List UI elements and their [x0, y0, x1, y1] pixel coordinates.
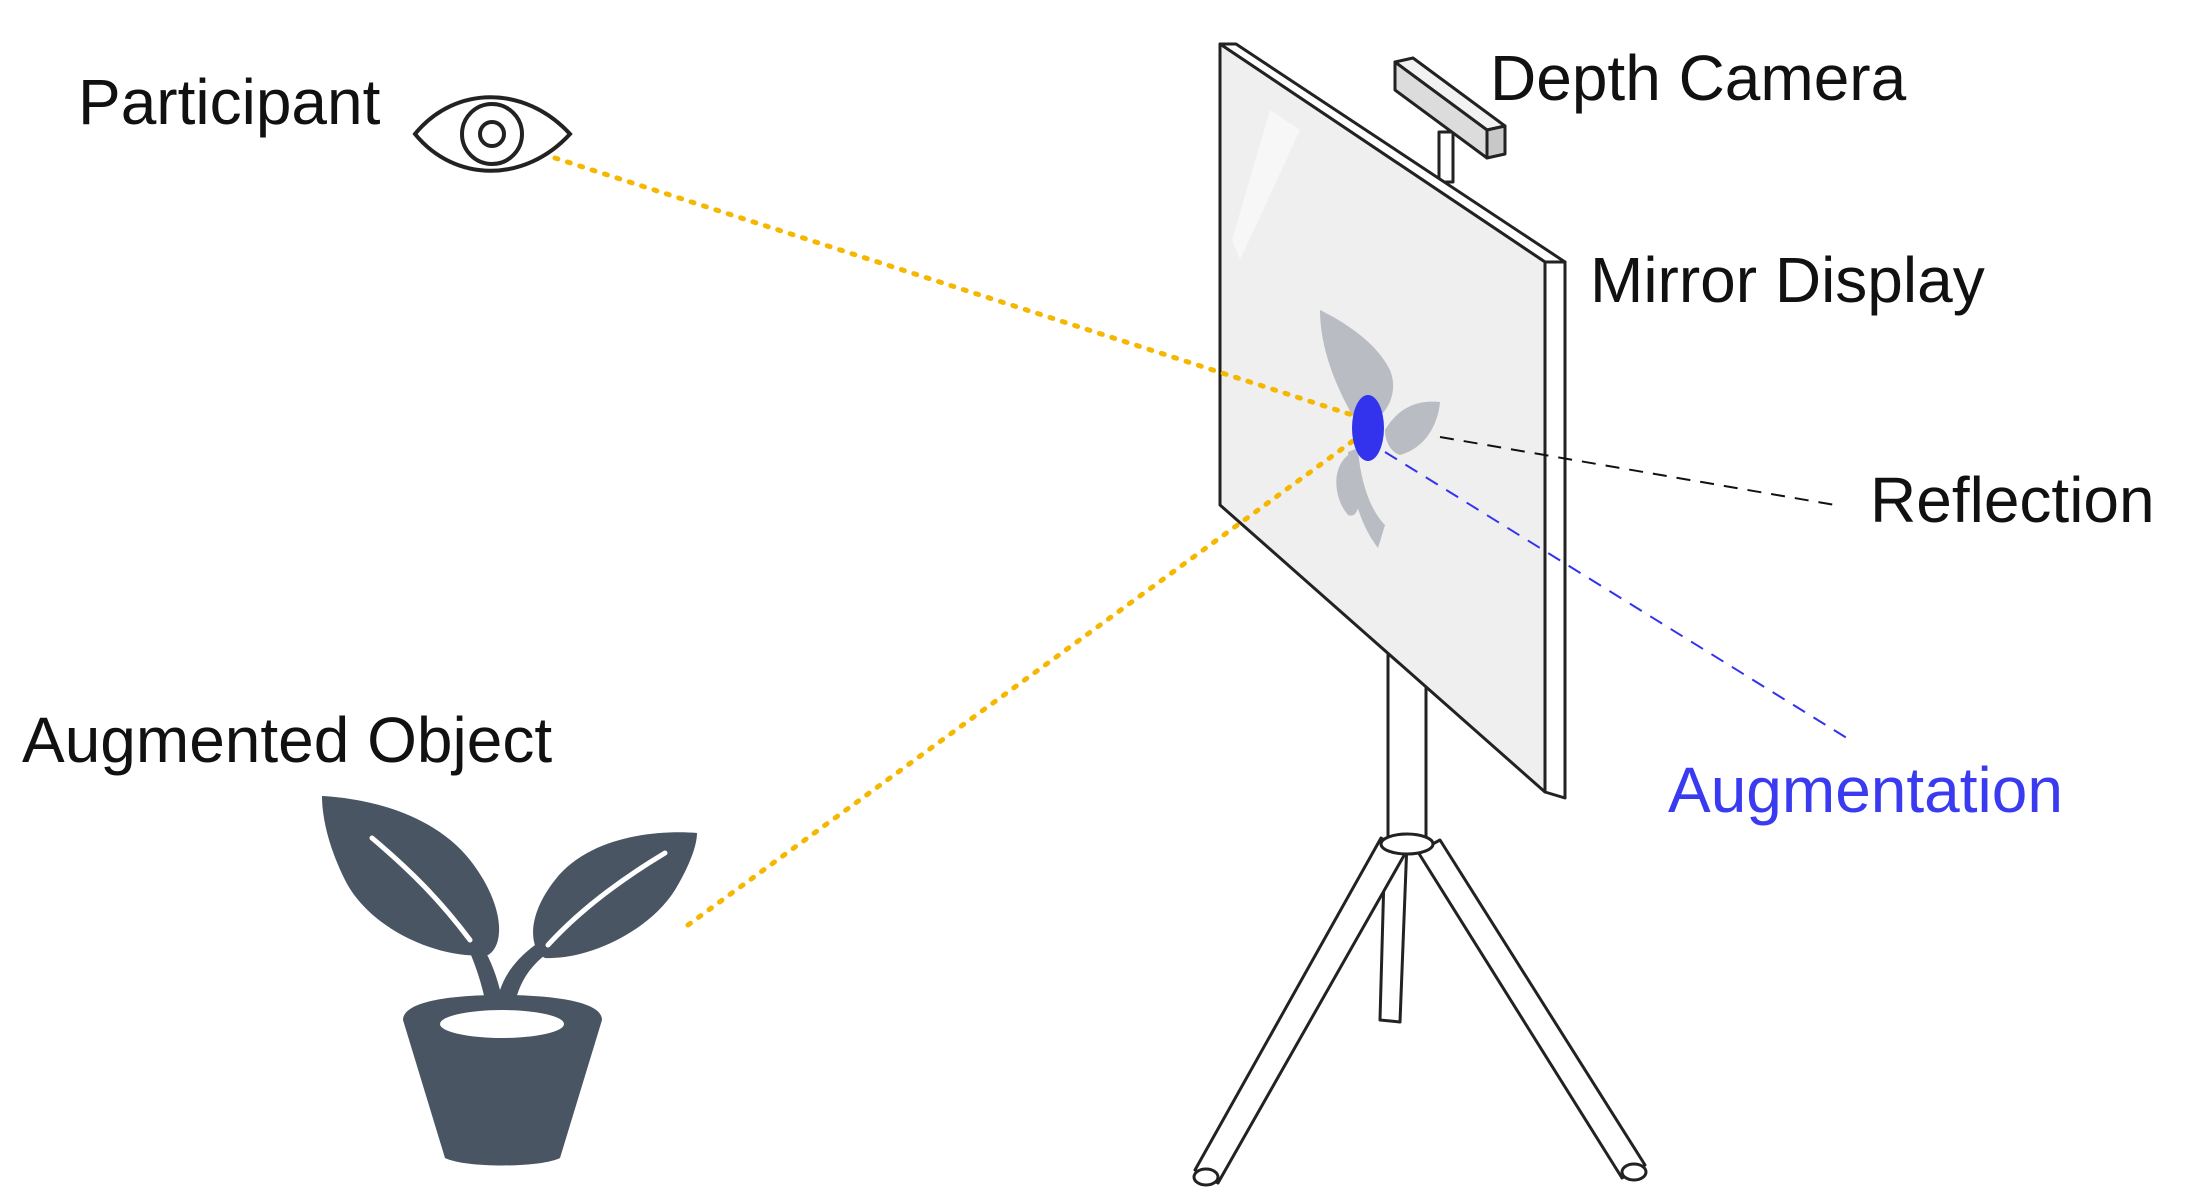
plant-leaf-left-vein	[369, 835, 473, 943]
augmentation-label: Augmentation	[1668, 754, 2063, 826]
depth-camera-label: Depth Camera	[1490, 42, 1907, 114]
tripod-left-leg	[1193, 836, 1408, 1185]
tripod-foot-left	[1192, 1167, 1220, 1187]
sight-lines	[552, 155, 1371, 928]
mirror-glare	[1232, 110, 1300, 260]
eye-outline	[412, 95, 573, 173]
tripod-collar	[1379, 832, 1435, 856]
reflection-pointer-line	[1439, 436, 1836, 506]
depth-camera-body-side	[1485, 124, 1507, 160]
eye-pupil	[478, 120, 506, 148]
plant-pot	[403, 995, 602, 1166]
potted-plant-icon	[322, 796, 697, 1166]
reflection-label: Reflection	[1870, 464, 2155, 536]
plant-leaf-right-vein	[545, 850, 668, 948]
tripod-stand	[1192, 638, 1648, 1187]
reflection-leaf-right	[1385, 401, 1440, 455]
mirror-side-edge	[1543, 260, 1567, 800]
tripod-foot-right	[1620, 1162, 1648, 1182]
plant-leaf-right	[533, 832, 697, 959]
augmentation-pointer-line	[1384, 451, 1851, 741]
eye-iris	[460, 102, 524, 166]
object-sight-line	[685, 427, 1371, 928]
augmented-object-label: Augmented Object	[22, 704, 553, 776]
plant-stem	[468, 942, 545, 1035]
participant-sight-line	[552, 155, 1371, 423]
depth-camera	[1393, 56, 1507, 184]
eye-icon	[412, 95, 573, 173]
participant-label: Participant	[78, 66, 381, 138]
plant-leaf-veins	[369, 835, 668, 948]
augmentation-dot	[1352, 395, 1384, 461]
mirror-display-label: Mirror Display	[1590, 244, 1985, 316]
depth-camera-mount-pole	[1437, 130, 1455, 184]
plant-pot-soil	[440, 1010, 564, 1038]
reflection-leaf-lower	[1336, 455, 1360, 516]
tripod-right-leg	[1416, 838, 1647, 1180]
